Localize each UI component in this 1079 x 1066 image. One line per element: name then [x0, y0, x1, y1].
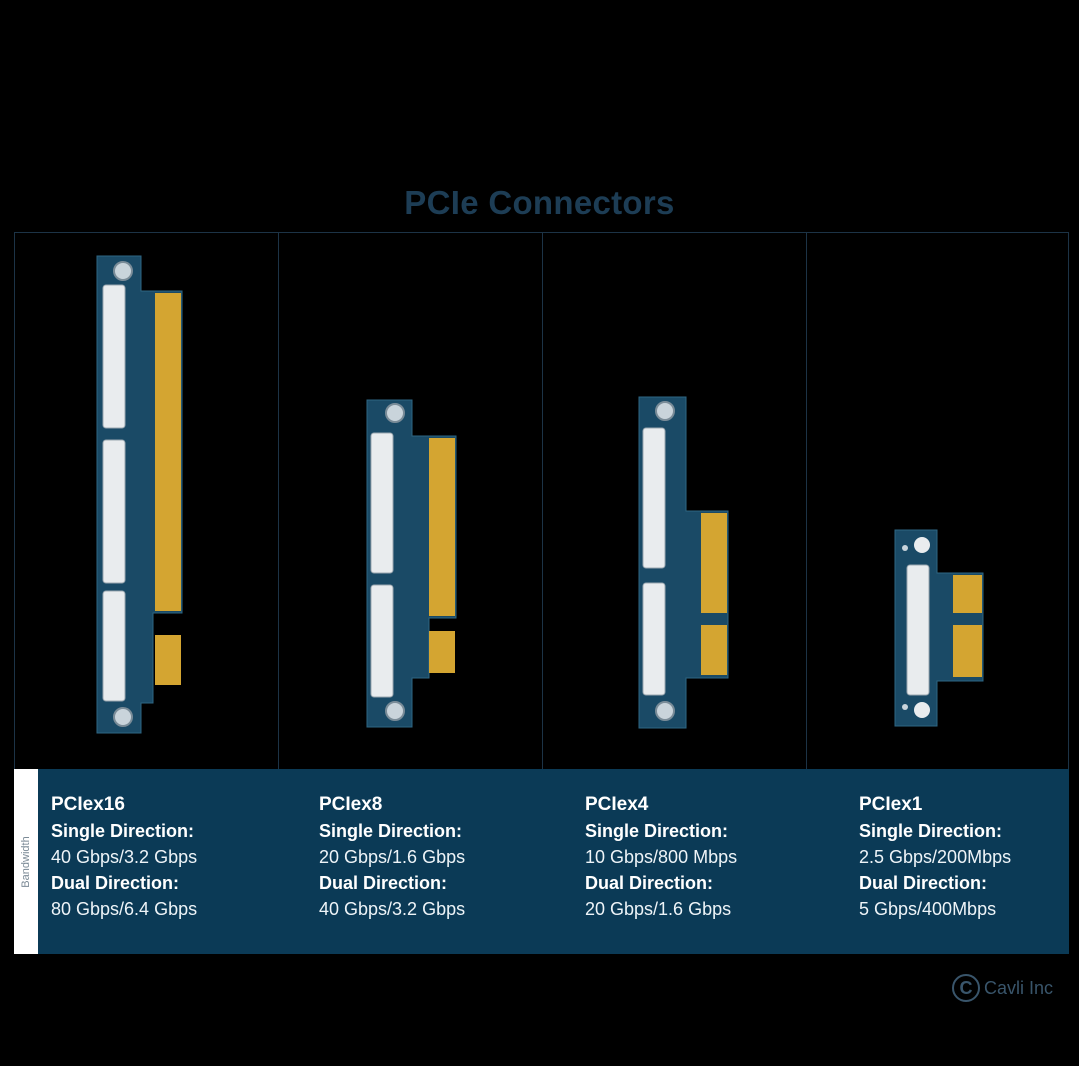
single-direction-value: 10 Gbps/800 Mbps: [585, 847, 738, 867]
page-title: PCIe Connectors: [404, 184, 675, 221]
column-divider: [278, 232, 279, 954]
connector-name: PCIex8: [319, 794, 383, 815]
dual-direction-value: 20 Gbps/1.6 Gbps: [585, 899, 732, 919]
single-direction-value: 2.5 Gbps/200Mbps: [859, 847, 1012, 867]
dual-direction-value: 40 Gbps/3.2 Gbps: [319, 899, 466, 919]
copyright-watermark: C Cavli Inc: [952, 974, 1053, 1002]
pciex1-bandwidth: PCIex1 Single Direction: 2.5 Gbps/200Mbp…: [859, 792, 1011, 922]
pciex8-card-image: [279, 233, 542, 769]
single-direction-label: Single Direction:: [859, 821, 1003, 841]
copyright-text: Cavli Inc: [984, 977, 1054, 998]
dual-direction-value: 80 Gbps/6.4 Gbps: [51, 899, 198, 919]
bandwidth-band: [14, 769, 1069, 954]
single-direction-label: Single Direction:: [319, 821, 463, 841]
pciex16-card-image: [15, 233, 278, 769]
pciex8-bandwidth: PCIex8 Single Direction: 20 Gbps/1.6 Gbp…: [319, 792, 465, 922]
dual-direction-label: Dual Direction:: [585, 873, 714, 893]
single-direction-value: 40 Gbps/3.2 Gbps: [51, 847, 198, 867]
pciex1-card-image: [807, 233, 1069, 769]
pciex4-bandwidth: PCIex4 Single Direction: 10 Gbps/800 Mbp…: [585, 792, 737, 922]
connector-name: PCIex4: [585, 794, 649, 815]
single-direction-label: Single Direction:: [585, 821, 729, 841]
dual-direction-label: Dual Direction:: [319, 873, 448, 893]
bandwidth-label-strip: [14, 769, 38, 954]
connector-name: PCIex16: [51, 794, 125, 815]
copyright-icon: C: [952, 974, 980, 1002]
single-direction-label: Single Direction:: [51, 821, 195, 841]
pciex16-bandwidth: PCIex16 Single Direction: 40 Gbps/3.2 Gb…: [51, 792, 197, 922]
dual-direction-label: Dual Direction:: [51, 873, 180, 893]
bandwidth-label: Bandwidth: [20, 836, 32, 888]
dual-direction-value: 5 Gbps/400Mbps: [859, 899, 997, 919]
connector-name: PCIex1: [859, 794, 923, 815]
column-divider: [806, 232, 807, 954]
dual-direction-label: Dual Direction:: [859, 873, 988, 893]
pciex4-card-image: [543, 233, 806, 769]
single-direction-value: 20 Gbps/1.6 Gbps: [319, 847, 466, 867]
column-divider: [542, 232, 543, 954]
